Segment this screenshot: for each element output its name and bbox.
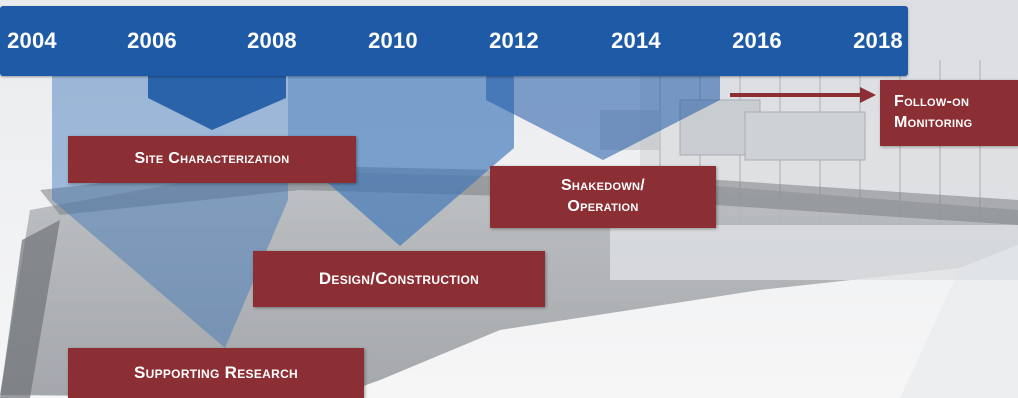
- site-characterization-label: Site Characterization: [134, 150, 290, 168]
- design-construction-label: Design/Construction: [318, 268, 480, 288]
- follow-on-arrow: [730, 87, 876, 103]
- year-timeline-bar: 2004 2006 2008 2010 2012 2014 2016 2018: [0, 6, 908, 76]
- shakedown-operation-label-line2: Operation: [567, 198, 639, 215]
- year-label: 2008: [247, 28, 297, 53]
- site-characterization-box: Site Characterization: [68, 136, 356, 183]
- follow-on-monitoring-box: Follow-on Monitoring: [880, 80, 1018, 146]
- shakedown-operation-arrow: [486, 76, 720, 160]
- year-label: 2004: [7, 28, 57, 53]
- design-construction-box: Design/Construction: [253, 251, 545, 307]
- year-label: 2006: [127, 28, 177, 53]
- year-label: 2014: [611, 28, 661, 53]
- follow-on-label-line2: Monitoring: [894, 114, 973, 131]
- site-characterization-arrow: [148, 76, 286, 130]
- year-label: 2018: [853, 28, 903, 53]
- year-label: 2012: [489, 28, 539, 53]
- shakedown-operation-label-line1: Shakedown/: [560, 177, 646, 195]
- design-construction-arrow: [288, 76, 514, 246]
- year-label: 2010: [368, 28, 418, 53]
- shakedown-operation-box: Shakedown/ Operation: [490, 166, 716, 228]
- year-label: 2016: [732, 28, 782, 53]
- follow-on-label-line1: Follow-on: [894, 93, 970, 111]
- supporting-research-box: Supporting Research: [68, 348, 364, 398]
- supporting-research-label: Supporting Research: [133, 362, 299, 382]
